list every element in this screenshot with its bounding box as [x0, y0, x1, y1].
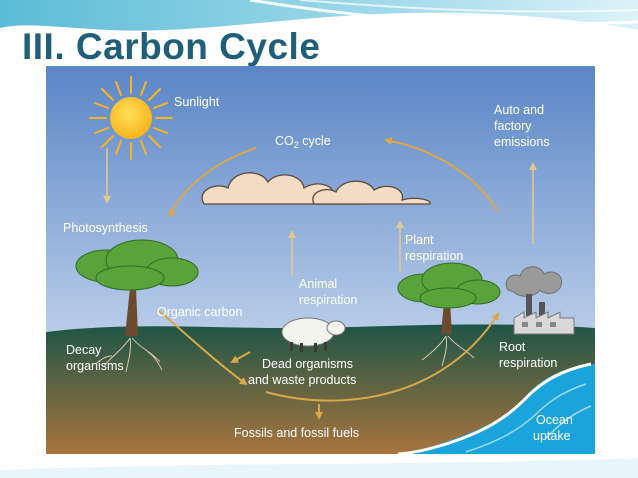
label-fossils: Fossils and fossil fuels: [234, 426, 359, 440]
left-tree: [75, 239, 199, 373]
ocean-water: [401, 364, 595, 454]
sheep: [281, 317, 346, 352]
arrow-dead-to-root: [265, 312, 500, 402]
label-organic-carbon: Organic carbon: [157, 305, 243, 319]
label-auto-emissions: Auto and factory emissions: [494, 103, 550, 149]
carbon-cycle-diagram: Sunlight CO2 cycle Auto and factory emis…: [46, 66, 595, 454]
arrow-co2-cycle-right: [384, 137, 499, 213]
vertical-arrows: [103, 148, 537, 276]
arrow-organic-carbon: [157, 309, 248, 386]
title-band-swoosh-2: [299, 0, 638, 13]
labels: Sunlight CO2 cycle Auto and factory emis…: [63, 95, 576, 443]
label-dead-organisms: Dead organisms and waste products: [248, 357, 357, 387]
label-animal-respiration: Animal respiration: [299, 277, 357, 307]
ocean-foam: [397, 362, 592, 454]
factory-smoke: [505, 266, 562, 297]
sun: [89, 76, 173, 160]
factory: [505, 266, 575, 335]
ground: [46, 324, 595, 454]
bottom-border-wave: [0, 458, 638, 478]
right-tree: [397, 262, 501, 367]
ocean-wave-line-2: [545, 405, 592, 439]
label-plant-respiration: Plant respiration: [405, 233, 463, 263]
arrow-co2-cycle-left: [168, 147, 257, 218]
label-decay-organisms: Decay organisms: [66, 343, 124, 373]
cloud: [201, 172, 431, 205]
label-root-respiration: Root respiration: [499, 340, 557, 370]
cycle-arrows: [157, 137, 500, 420]
title-band-wave: [0, 0, 638, 31]
arrow-decay: [230, 351, 251, 363]
label-sunlight: Sunlight: [174, 95, 220, 109]
title-band-swoosh: [249, 0, 638, 26]
sun-disc: [110, 97, 152, 139]
label-co2-cycle: CO2 cycle: [275, 134, 331, 150]
label-photosynthesis: Photosynthesis: [63, 221, 148, 235]
slide-title: III. Carbon Cycle: [22, 26, 321, 67]
label-ocean-uptake: Ocean uptake: [533, 413, 576, 443]
ocean-wave-line-1: [465, 383, 587, 453]
ocean: [397, 362, 595, 454]
